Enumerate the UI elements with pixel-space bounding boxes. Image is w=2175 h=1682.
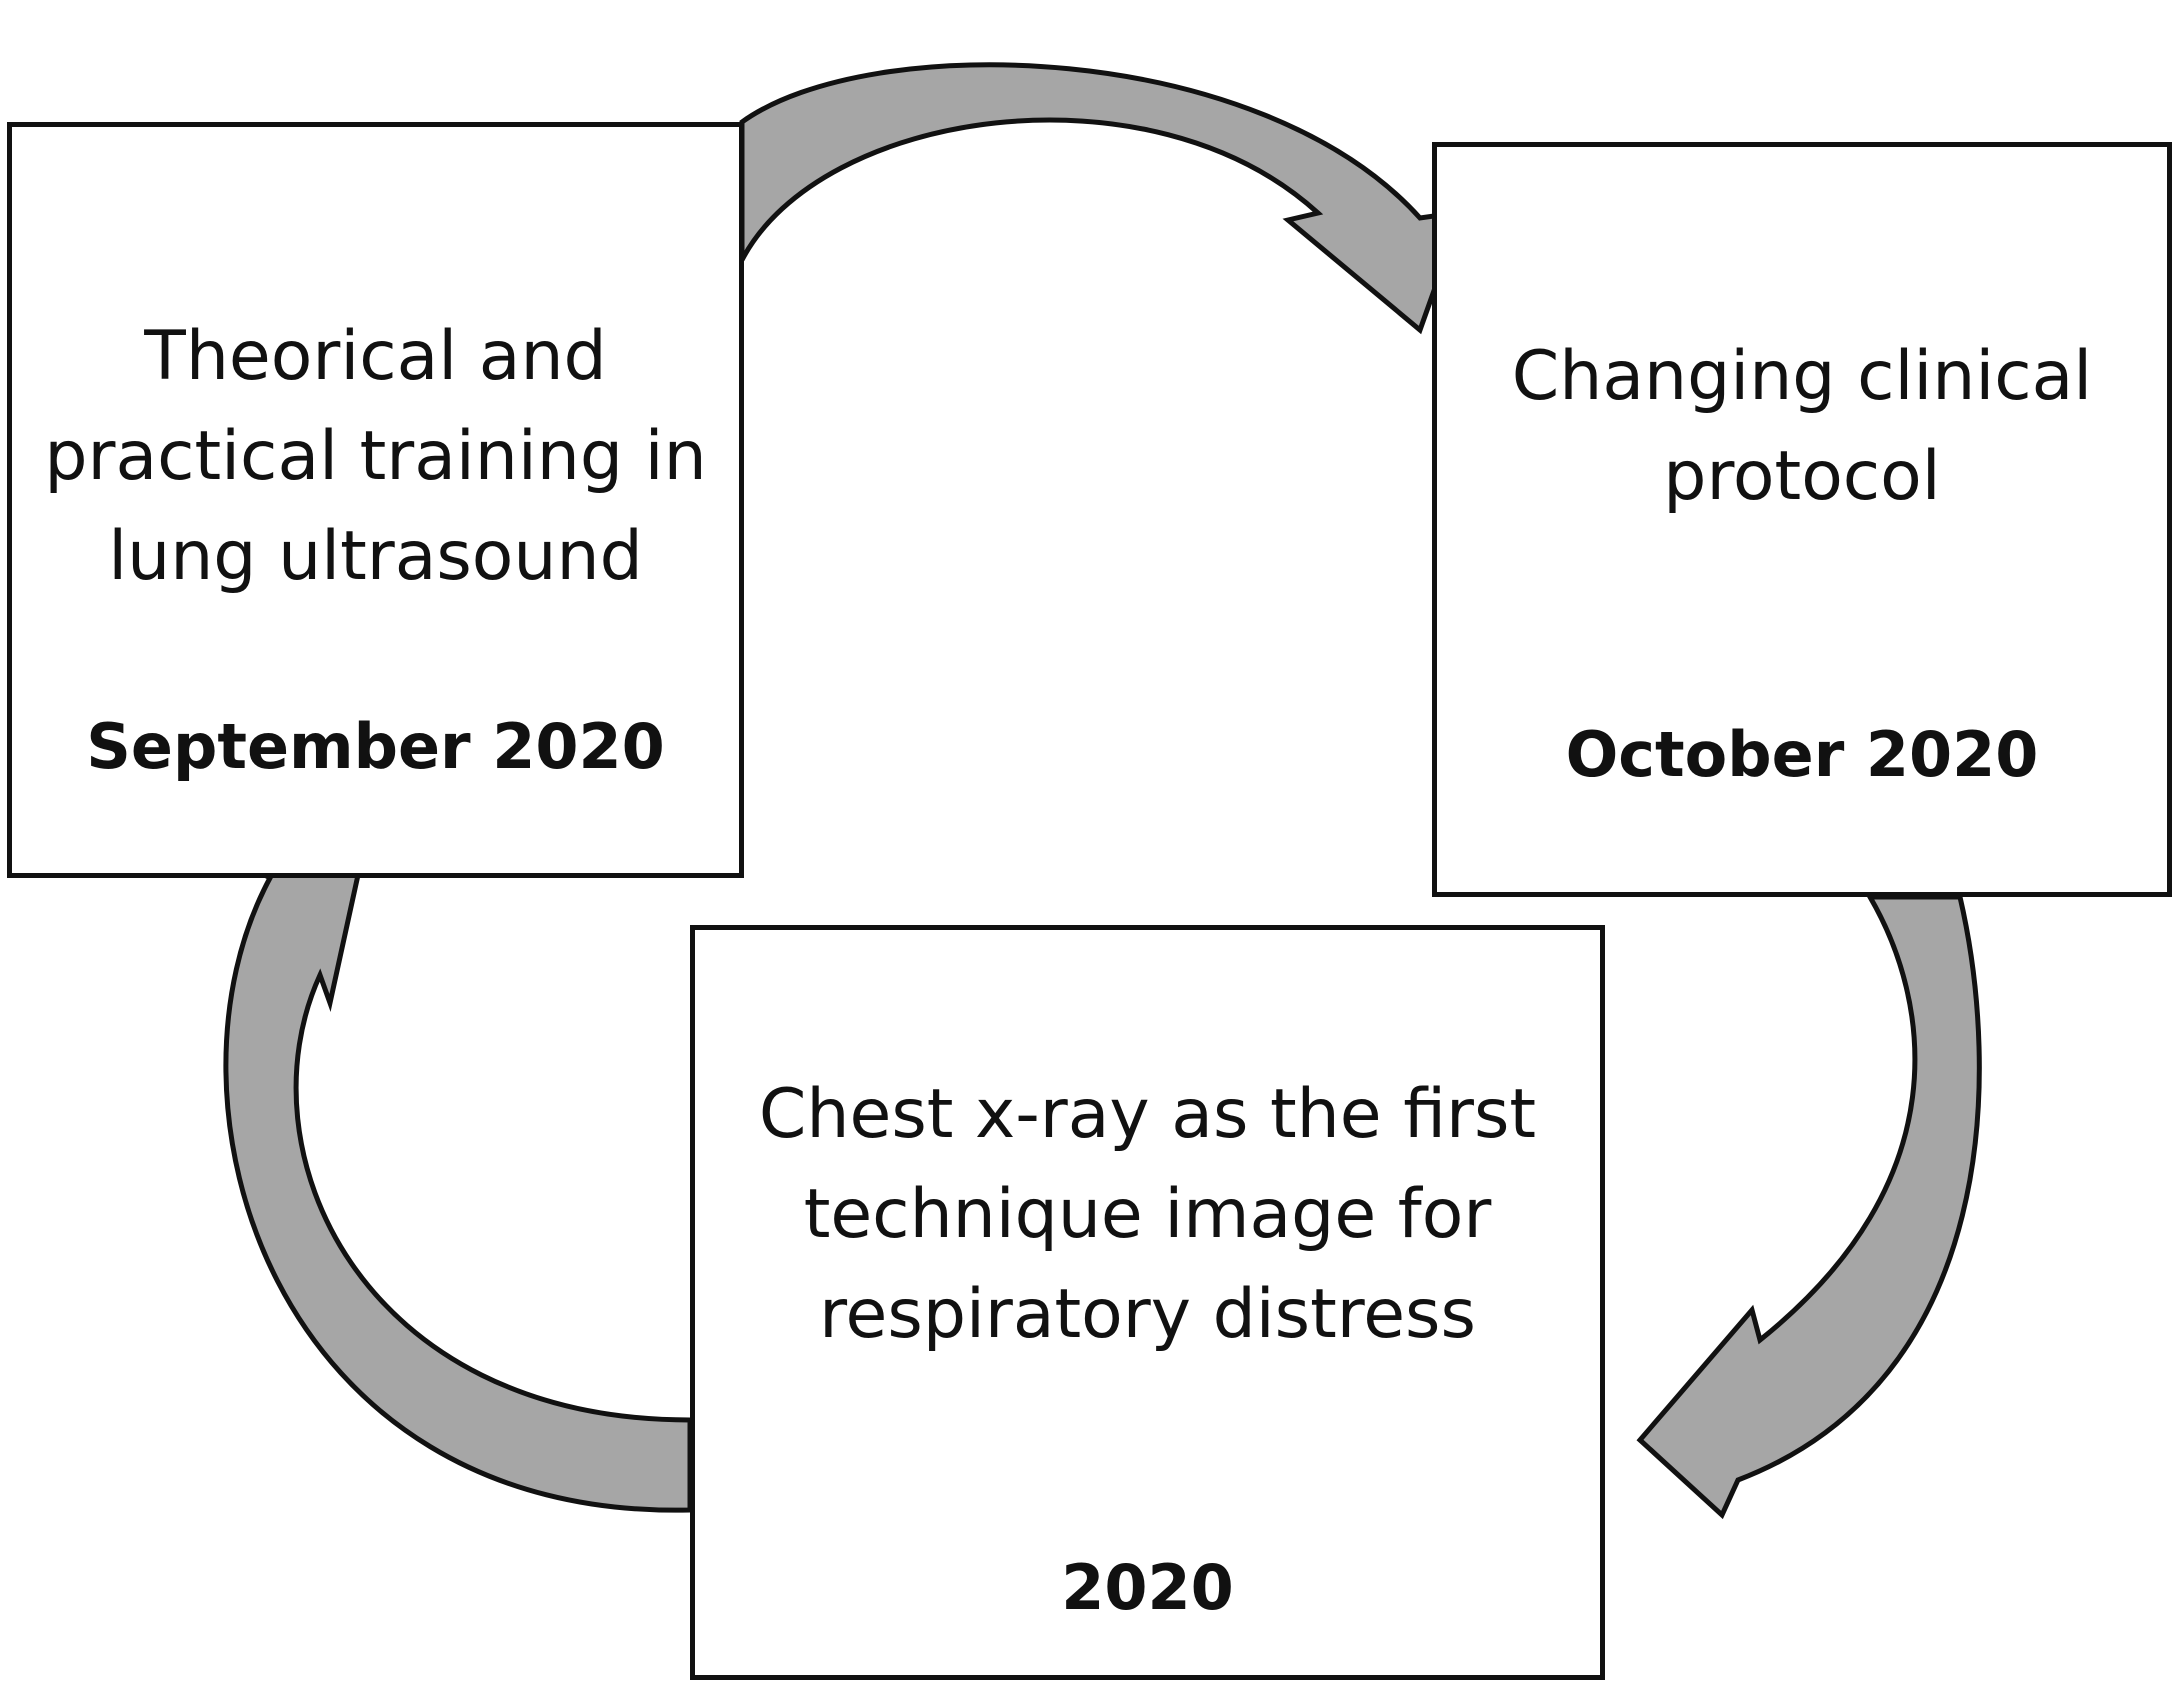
arrow-training-to-protocol [739,62,1466,335]
node-protocol-text: Changing clinical protocol [1511,337,2093,516]
node-protocol: Changing clinical protocol October 2020 [1432,142,2172,897]
node-protocol-date: October 2020 [1565,718,2039,791]
node-xray: Chest x-ray as the first technique image… [690,925,1605,1680]
arrow-protocol-to-xray [1636,894,1982,1520]
arrow-xray-to-training [223,840,693,1513]
node-training-date: September 2020 [86,710,665,783]
node-training-text: Theorical and practical training in lung… [44,317,707,596]
node-xray-date: 2020 [1061,1551,1234,1624]
node-training: Theorical and practical training in lung… [7,122,744,878]
node-xray-text: Chest x-ray as the first technique image… [758,1075,1537,1354]
